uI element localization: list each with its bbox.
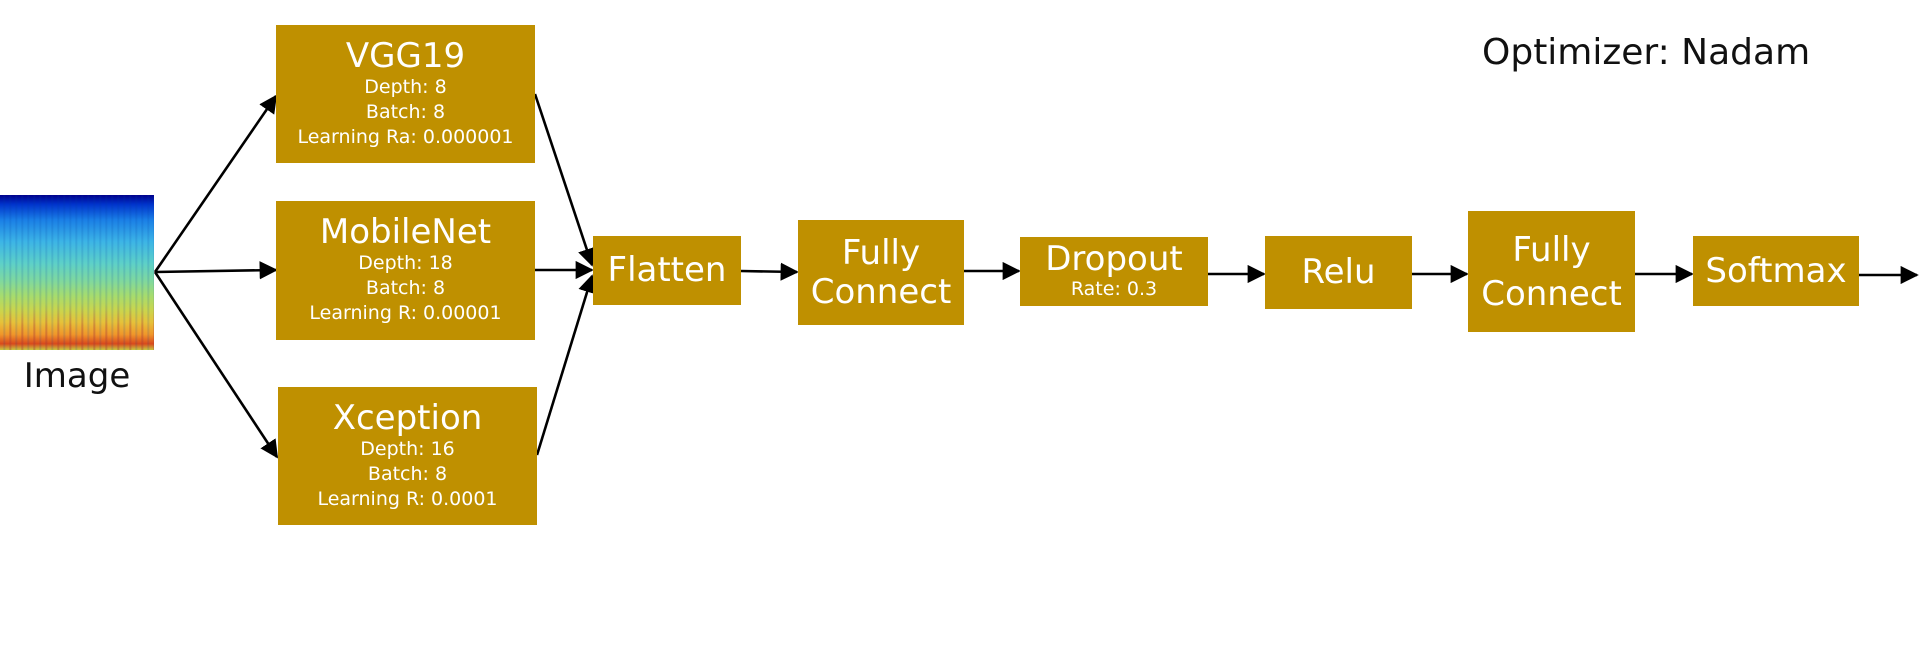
- model-learning-rate: Learning Ra: 0.000001: [297, 125, 514, 148]
- layer-name-line-2: Connect: [1481, 273, 1622, 314]
- layer-box-fully-connect-2: Fully Connect: [1468, 211, 1635, 332]
- arrow-xception-to-flatten: [535, 274, 596, 456]
- model-box-xception: Xception Depth: 16 Batch: 8 Learning R: …: [278, 387, 537, 525]
- model-depth: Depth: 16: [360, 437, 455, 460]
- model-box-vgg19: VGG19 Depth: 8 Batch: 8 Learning Ra: 0.0…: [276, 25, 535, 163]
- model-learning-rate: Learning R: 0.0001: [317, 487, 498, 510]
- model-name: VGG19: [345, 35, 466, 76]
- layer-name: Relu: [1301, 252, 1376, 292]
- layer-box-relu: Relu: [1265, 236, 1412, 309]
- model-name: MobileNet: [319, 212, 492, 252]
- model-depth: Depth: 18: [358, 252, 453, 274]
- arrow-image-to-vgg19: [153, 94, 278, 273]
- layer-name-line-1: Fully: [1512, 229, 1591, 270]
- arrow-vgg19-to-flatten: [533, 93, 596, 267]
- model-learning-rate: Learning R: 0.00001: [309, 302, 502, 324]
- model-depth: Depth: 8: [364, 75, 447, 98]
- layer-name: Softmax: [1705, 250, 1847, 291]
- layer-name-line-2: Connect: [810, 271, 952, 312]
- spectrogram-texture: [0, 195, 154, 350]
- layer-name-line-1: Fully: [841, 232, 921, 273]
- layer-box-fully-connect-1: Fully Connect: [798, 220, 964, 325]
- dropout-rate: Rate: 0.3: [1070, 277, 1158, 300]
- optimizer-label: Optimizer: Nadam: [1482, 32, 1811, 73]
- input-image-label: Image: [23, 356, 131, 396]
- spectrogram-image: [0, 195, 154, 350]
- arrow-flatten-to-fc1: [740, 262, 799, 281]
- layer-box-dropout: Dropout Rate: 0.3: [1020, 237, 1208, 306]
- model-name: Xception: [332, 397, 483, 438]
- layer-box-softmax: Softmax: [1693, 236, 1859, 306]
- model-box-mobilenet: MobileNet Depth: 18 Batch: 8 Learning R:…: [276, 201, 535, 340]
- layer-box-flatten: Flatten: [593, 236, 741, 305]
- arrow-image-to-xception: [153, 271, 279, 459]
- layer-name: Dropout: [1045, 238, 1183, 279]
- layer-name: Flatten: [607, 250, 727, 290]
- model-batch: Batch: 8: [365, 277, 446, 299]
- model-batch: Batch: 8: [365, 100, 446, 123]
- model-batch: Batch: 8: [367, 462, 448, 485]
- arrow-image-to-mobilenet: [154, 261, 278, 280]
